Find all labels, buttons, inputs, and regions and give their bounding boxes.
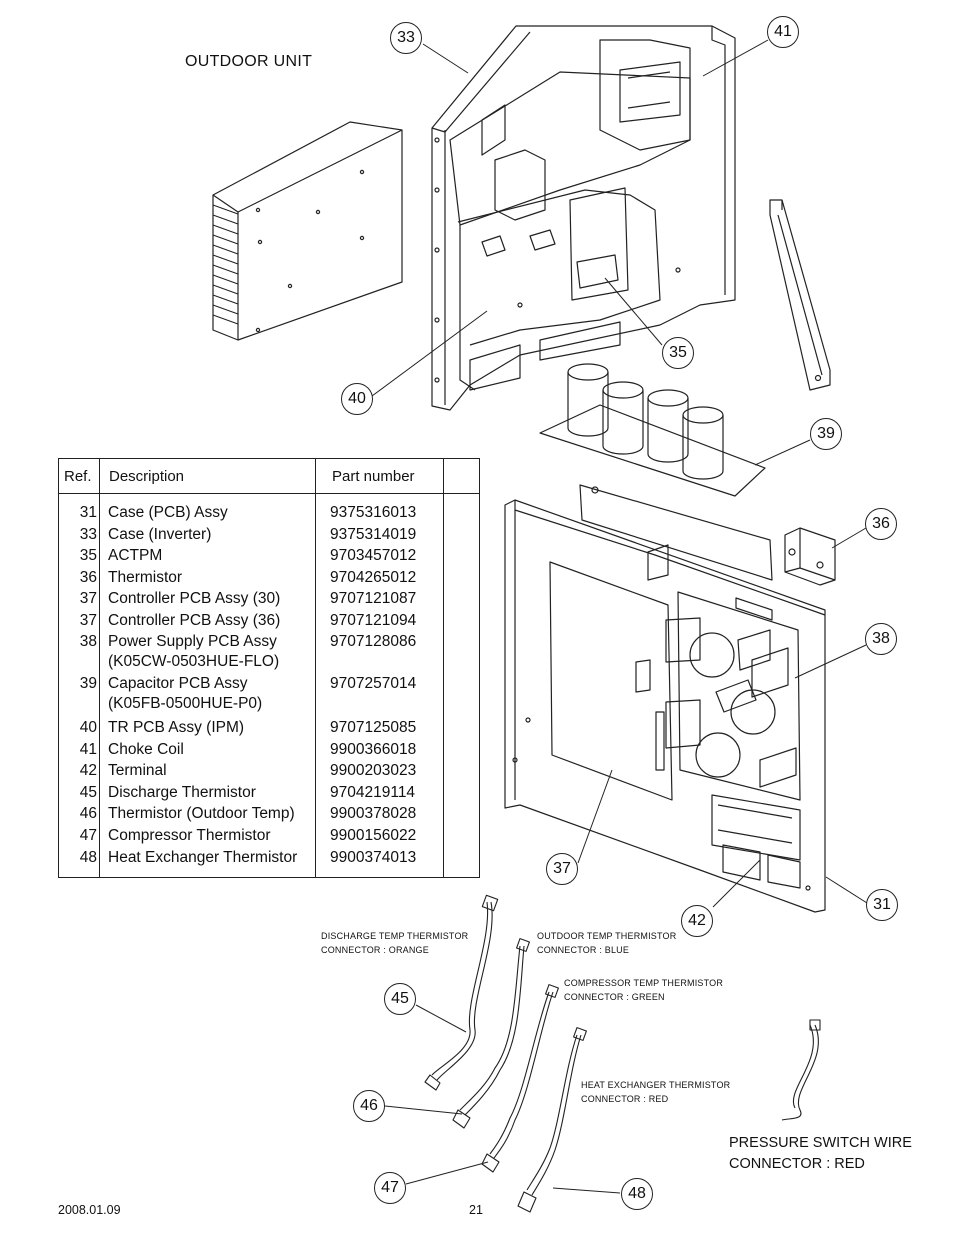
row-description: Capacitor PCB Assy (108, 675, 248, 692)
row-part-number: 9375316013 (330, 504, 417, 521)
callout-41: 41 (767, 16, 799, 48)
row-ref: 33 (79, 526, 97, 543)
row-part-number: 9900156022 (330, 827, 417, 844)
row-description: Thermistor (108, 569, 183, 586)
capacitor-pcb-drawing (539, 363, 766, 497)
callout-37: 37 (546, 853, 578, 885)
row-part-number: 9704219114 (330, 784, 416, 801)
outdoor-thermistor-label: OUTDOOR TEMP THERMISTOR CONNECTOR : BLUE (537, 929, 676, 957)
row-part-number: 9703457012 (330, 547, 417, 564)
label-line: PRESSURE SWITCH WIRE (729, 1135, 912, 1151)
callout-45: 45 (384, 983, 416, 1015)
row-ref: 42 (79, 762, 97, 779)
thermistor-wires (424, 894, 821, 1213)
header-description: Description (109, 468, 185, 485)
label-line: OUTDOOR TEMP THERMISTOR (537, 931, 677, 941)
row-ref: 40 (79, 719, 97, 736)
row-description: Controller PCB Assy (30) (108, 590, 281, 607)
header-ref: Ref. (64, 468, 92, 485)
row-description: (K05CW-0503HUE-FLO) (108, 653, 280, 670)
callout-38: 38 (865, 623, 897, 655)
row-part-number: 9707128086 (330, 633, 417, 650)
table-divider (99, 459, 100, 877)
parts-table: Ref. Description Part number 31 Case (PCB… (58, 458, 480, 878)
row-description: Controller PCB Assy (36) (108, 612, 281, 629)
page-title: OUTDOOR UNIT (185, 53, 313, 70)
row-description: Case (PCB) Assy (108, 504, 228, 521)
inverter-case-drawing (431, 25, 736, 411)
label-line: CONNECTOR : ORANGE (321, 945, 429, 955)
row-part-number: 9900203023 (330, 762, 417, 779)
row-ref: 36 (79, 569, 97, 586)
row-part-number: 9707121094 (330, 612, 417, 629)
row-ref: 45 (79, 784, 97, 801)
row-description: Terminal (108, 762, 167, 779)
callout-33: 33 (390, 22, 422, 54)
row-ref: 39 (79, 675, 97, 692)
row-description: ACTPM (108, 547, 163, 564)
row-part-number: 9375314019 (330, 526, 417, 543)
table-header-divider (59, 493, 479, 494)
label-line: CONNECTOR : RED (729, 1156, 865, 1172)
label-line: COMPRESSOR TEMP THERMISTOR (564, 978, 724, 988)
row-description: Power Supply PCB Assy (108, 633, 277, 650)
row-description: TR PCB Assy (IPM) (108, 719, 245, 736)
row-ref: 38 (79, 633, 97, 650)
callout-35: 35 (662, 337, 694, 369)
label-line: DISCHARGE TEMP THERMISTOR (321, 931, 469, 941)
row-part-number: 9707121087 (330, 590, 417, 607)
row-description: Case (Inverter) (108, 526, 212, 543)
mounting-bracket-drawing (769, 199, 831, 391)
heat-sink-drawing (212, 121, 403, 341)
callout-46: 46 (353, 1090, 385, 1122)
row-part-number: 9900378028 (330, 805, 417, 822)
row-ref: 47 (79, 827, 97, 844)
pressure-switch-label: PRESSURE SWITCH WIRE CONNECTOR : RED (729, 1133, 912, 1175)
row-description: Thermistor (Outdoor Temp) (108, 805, 295, 822)
row-ref: 46 (79, 805, 97, 822)
callout-leaders (371, 39, 868, 1194)
row-part-number: 9707257014 (330, 675, 417, 692)
row-ref: 35 (79, 547, 97, 564)
row-ref: 41 (79, 741, 97, 758)
row-part-number: 9900366018 (330, 741, 417, 758)
compressor-thermistor-label: COMPRESSOR TEMP THERMISTOR CONNECTOR : G… (564, 976, 723, 1004)
row-part-number: 9704265012 (330, 569, 417, 586)
row-ref: 37 (79, 612, 97, 629)
row-part-number: 9900374013 (330, 849, 417, 866)
label-line: CONNECTOR : GREEN (564, 992, 665, 1002)
row-description: Compressor Thermistor (108, 827, 271, 844)
thermistor-36-drawing (784, 527, 836, 586)
discharge-thermistor-label: DISCHARGE TEMP THERMISTOR CONNECTOR : OR… (321, 929, 468, 957)
callout-39: 39 (810, 418, 842, 450)
row-ref: 48 (79, 849, 97, 866)
row-description: Heat Exchanger Thermistor (108, 849, 298, 866)
table-divider (315, 459, 316, 877)
table-divider (443, 459, 444, 877)
callout-40: 40 (341, 383, 373, 415)
label-line: HEAT EXCHANGER THERMISTOR (581, 1080, 731, 1090)
pcb-case-drawing (504, 484, 826, 913)
callout-42: 42 (681, 905, 713, 937)
row-ref: 37 (79, 590, 97, 607)
callout-36: 36 (865, 508, 897, 540)
callout-47: 47 (374, 1172, 406, 1204)
label-line: CONNECTOR : RED (581, 1094, 669, 1104)
header-part-number: Part number (332, 468, 415, 485)
row-ref: 31 (79, 504, 97, 521)
row-description: Discharge Thermistor (108, 784, 256, 801)
row-part-number: 9707125085 (330, 719, 417, 736)
heat-exchanger-thermistor-label: HEAT EXCHANGER THERMISTOR CONNECTOR : RE… (581, 1078, 730, 1106)
row-description: (K05FB-0500HUE-P0) (108, 695, 263, 712)
page-number: 21 (469, 1203, 483, 1217)
label-line: CONNECTOR : BLUE (537, 945, 630, 955)
callout-48: 48 (621, 1178, 653, 1210)
footer-date: 2008.01.09 (58, 1203, 121, 1217)
row-description: Choke Coil (108, 741, 184, 758)
callout-31: 31 (866, 889, 898, 921)
